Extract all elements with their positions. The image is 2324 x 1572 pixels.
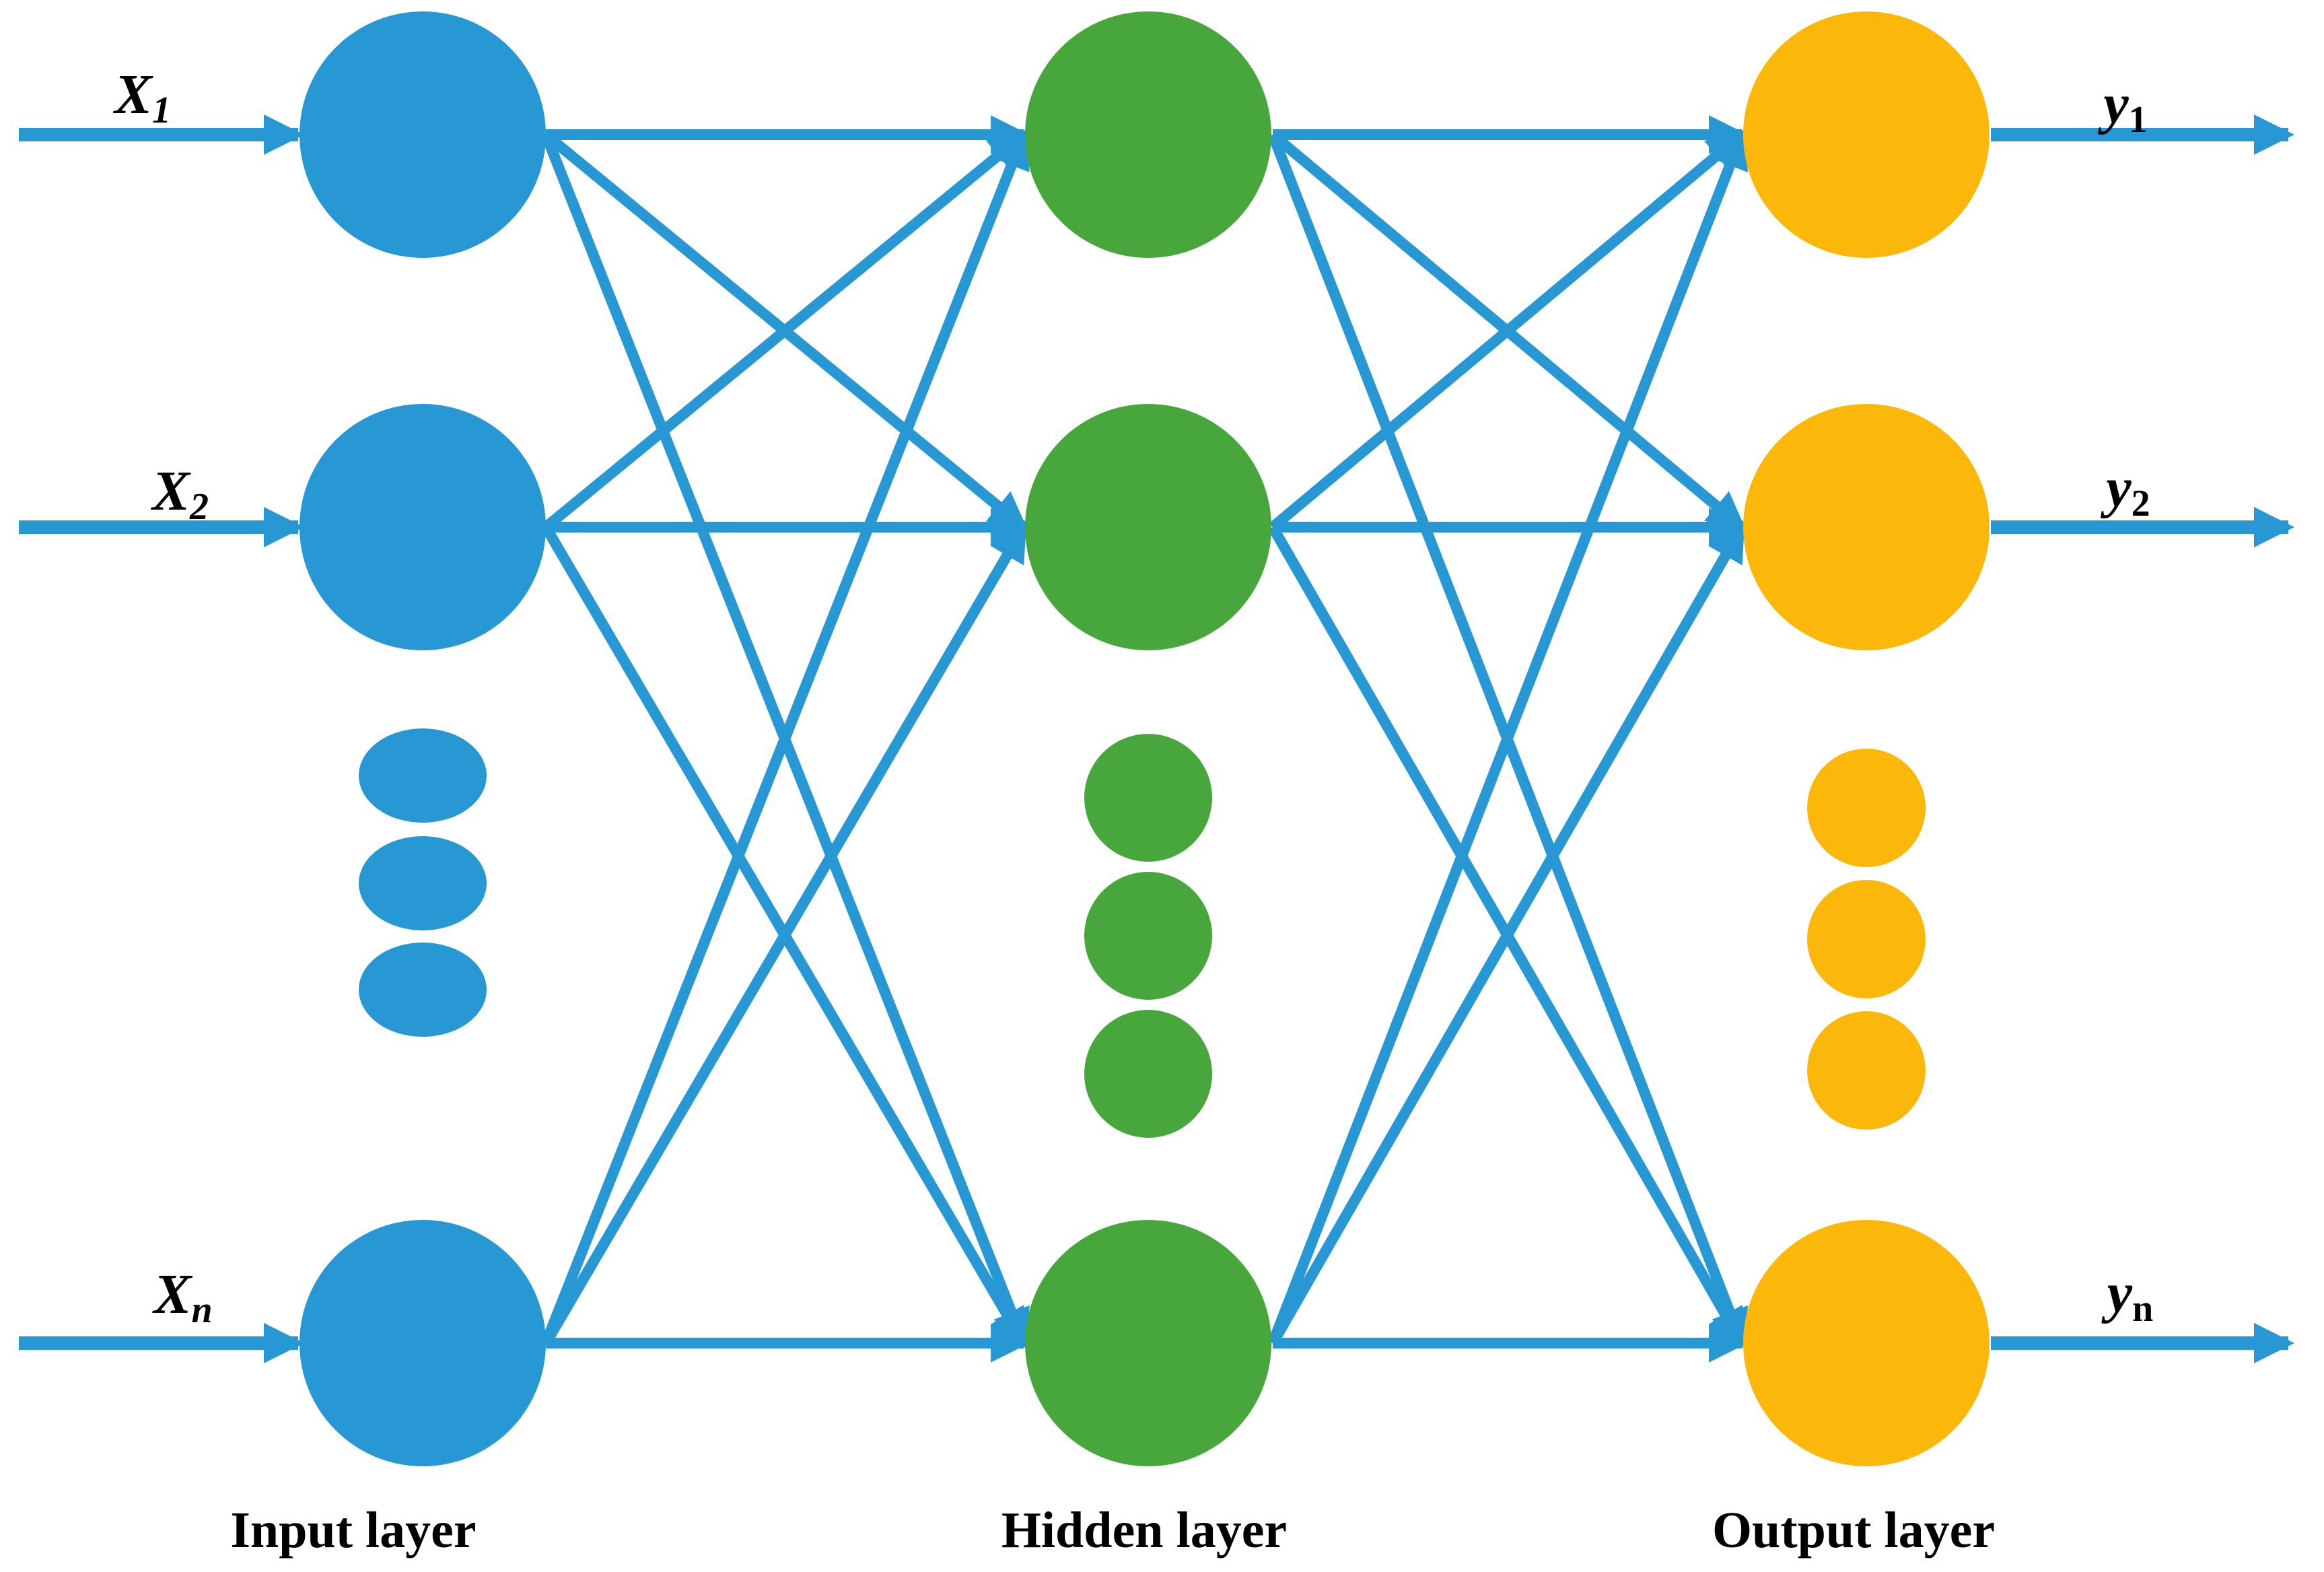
output-node-2	[1743, 404, 1990, 650]
input-node-1	[300, 11, 546, 258]
output-node-1	[1743, 11, 1990, 258]
hidden-node-2	[1025, 404, 1271, 650]
hidden-node-3	[1025, 1220, 1271, 1466]
hidden-ellipsis-dot	[1084, 872, 1212, 1000]
input-layer-caption: Input layer	[230, 1502, 476, 1559]
input-ellipsis-dot	[359, 943, 487, 1037]
connection-h3-o1	[1267, 129, 1749, 1345]
connection-h3-o2	[1268, 522, 1747, 1346]
hidden-ellipsis-dot	[1084, 1010, 1212, 1138]
input-ellipsis-dot	[359, 728, 487, 823]
input-ellipsis-dot	[359, 836, 487, 930]
input-node-2	[300, 404, 546, 650]
connection-i2-h1	[542, 130, 1028, 532]
hidden-ellipsis-dot	[1084, 734, 1212, 862]
input-label-x2: X2	[150, 460, 209, 528]
connection-h2-o1	[1269, 130, 1747, 532]
output-ellipsis-dot	[1807, 1011, 1926, 1130]
output-ellipsis-dot	[1807, 880, 1926, 998]
hidden-node-1	[1025, 11, 1271, 258]
output-label-y2: y2	[2100, 456, 2150, 524]
connection-i3-h2	[541, 522, 1028, 1346]
connection-i3-h1	[540, 129, 1030, 1345]
input-node-n	[300, 1220, 546, 1466]
output-label-yn: yn	[2101, 1262, 2153, 1330]
input-label-xn: Xn	[151, 1263, 212, 1331]
output-layer-caption: Output layer	[1712, 1502, 1995, 1559]
output-label-y1: y1	[2097, 73, 2147, 141]
output-ellipsis-dot	[1807, 749, 1926, 867]
input-label-x1: X1	[112, 63, 171, 131]
output-node-n	[1743, 1220, 1990, 1466]
hidden-layer-caption: Hidden layer	[1001, 1502, 1287, 1559]
